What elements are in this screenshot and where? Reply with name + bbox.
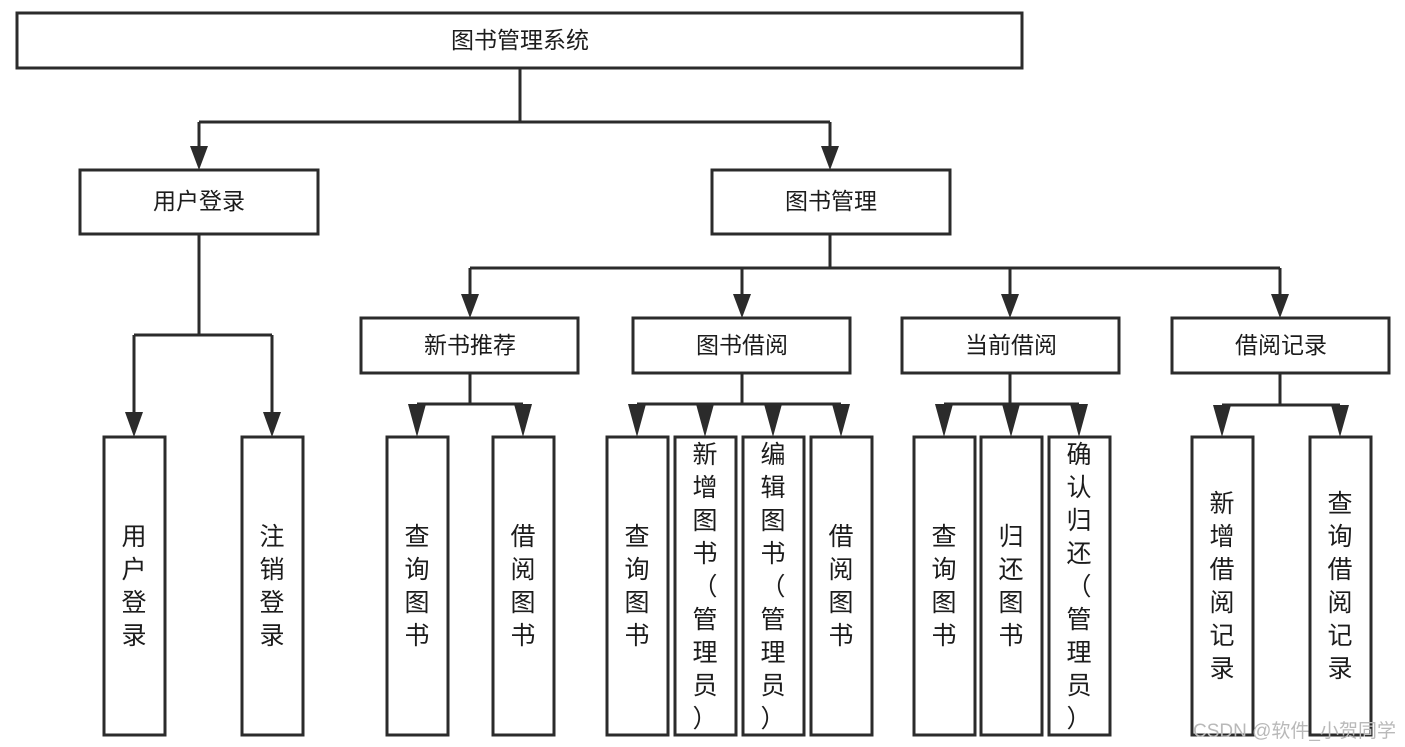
- arrow-head-new-book-leaf-2: [514, 404, 532, 437]
- leaf-book-borrow-2[interactable]: 新增图书（管理员）: [673, 435, 738, 737]
- node-borrow-record[interactable]: 借阅记录: [1170, 316, 1391, 375]
- arrow-head-user-login: [190, 146, 208, 170]
- node-current-borrow-label: 当前借阅: [965, 332, 1057, 358]
- leaf-book-borrow-1-label: 查询图书: [624, 523, 649, 650]
- leaf-book-borrow-3-label: 编辑图书（管理员）: [760, 441, 785, 733]
- leaf-user-login-2-box[interactable]: [240, 435, 305, 737]
- leaf-borrow-record-1[interactable]: 新增借阅记录: [1190, 435, 1255, 737]
- leaf-new-book-1-box[interactable]: [385, 435, 450, 737]
- leaf-current-borrow-3-box[interactable]: [1047, 435, 1112, 737]
- node-new-book-recommend-box[interactable]: [359, 316, 580, 375]
- leaf-new-book-1-label: 查询图书: [404, 523, 429, 650]
- arrow-head-current-borrow: [1001, 294, 1019, 318]
- node-user-login-label: 用户登录: [153, 188, 245, 214]
- node-book-borrow[interactable]: 图书借阅: [631, 316, 852, 375]
- node-current-borrow[interactable]: 当前借阅: [900, 316, 1121, 375]
- watermark-label: CSDN @软件_小贺同学: [1193, 720, 1396, 742]
- node-book-manage-box[interactable]: [710, 168, 952, 236]
- leaf-book-borrow-3[interactable]: 编辑图书（管理员）: [741, 435, 806, 737]
- arrow-head-new-book-leaf-1: [408, 404, 426, 437]
- leaf-user-login-1-label: 用户登录: [121, 523, 146, 650]
- leaf-new-book-2[interactable]: 借阅图书: [491, 435, 556, 737]
- leaf-new-book-2-label: 借阅图书: [510, 523, 535, 650]
- leaf-current-borrow-1-label: 查询图书: [931, 523, 956, 650]
- node-user-login[interactable]: 用户登录: [78, 168, 320, 236]
- node-book-borrow-label: 图书借阅: [696, 332, 788, 358]
- leaf-borrow-record-2-label: 查询借阅记录: [1327, 490, 1352, 683]
- leaf-user-login-1-box[interactable]: [102, 435, 167, 737]
- arrow-head-current-borrow-leaf-2: [1002, 404, 1020, 437]
- leaf-user-login-1[interactable]: 用户登录: [102, 435, 167, 737]
- leaf-new-book-2-box[interactable]: [491, 435, 556, 737]
- leaf-current-borrow-2-label: 归还图书: [998, 523, 1023, 650]
- arrow-head-current-borrow-leaf-3: [1070, 404, 1088, 437]
- arrow-head-book-borrow-leaf-2: [696, 404, 714, 437]
- arrow-head-user-login-leaf-1: [125, 412, 143, 437]
- leaf-book-borrow-4-box[interactable]: [809, 435, 874, 737]
- node-book-manage-label: 图书管理: [785, 188, 877, 214]
- arrow-head-user-login-leaf-2: [263, 412, 281, 437]
- leaf-book-borrow-4-label: 借阅图书: [828, 523, 853, 650]
- leaf-current-borrow-1-box[interactable]: [912, 435, 977, 737]
- arrow-head-book-manage: [821, 146, 839, 170]
- leaf-user-login-2-label: 注销登录: [259, 523, 284, 650]
- node-root[interactable]: 图书管理系统: [15, 11, 1024, 70]
- node-borrow-record-box[interactable]: [1170, 316, 1391, 375]
- leaf-book-borrow-2-box[interactable]: [673, 435, 738, 737]
- leaf-current-borrow-2-box[interactable]: [979, 435, 1044, 737]
- arrow-head-book-borrow: [733, 294, 751, 318]
- arrow-head-book-borrow-leaf-1: [628, 404, 646, 437]
- leaf-book-borrow-1[interactable]: 查询图书: [605, 435, 670, 737]
- leaf-borrow-record-1-box[interactable]: [1190, 435, 1255, 737]
- arrow-head-book-borrow-leaf-4: [832, 404, 850, 437]
- leaf-user-login-2[interactable]: 注销登录: [240, 435, 305, 737]
- node-user-login-box[interactable]: [78, 168, 320, 236]
- leaf-current-borrow-3[interactable]: 确认归还（管理员）: [1047, 435, 1112, 737]
- leaf-book-borrow-3-box[interactable]: [741, 435, 806, 737]
- node-book-borrow-box[interactable]: [631, 316, 852, 375]
- arrow-head-borrow-record-leaf-1: [1213, 405, 1231, 437]
- leaf-borrow-record-2-box[interactable]: [1308, 435, 1373, 737]
- arrow-head-new-book-recommend: [461, 294, 479, 318]
- node-root-box[interactable]: [15, 11, 1024, 70]
- leaf-current-borrow-3-label: 确认归还（管理员）: [1066, 441, 1091, 733]
- node-new-book-recommend[interactable]: 新书推荐: [359, 316, 580, 375]
- node-new-book-recommend-label: 新书推荐: [424, 332, 516, 358]
- node-book-manage[interactable]: 图书管理: [710, 168, 952, 236]
- leaf-book-borrow-4[interactable]: 借阅图书: [809, 435, 874, 737]
- arrow-head-book-borrow-leaf-3: [764, 404, 782, 437]
- node-borrow-record-label: 借阅记录: [1235, 332, 1327, 358]
- node-current-borrow-box[interactable]: [900, 316, 1121, 375]
- leaf-new-book-1[interactable]: 查询图书: [385, 435, 450, 737]
- node-root-label: 图书管理系统: [451, 27, 589, 53]
- leaf-current-borrow-1[interactable]: 查询图书: [912, 435, 977, 737]
- connector-layer: [125, 68, 1349, 437]
- leaf-book-borrow-2-label: 新增图书（管理员）: [692, 441, 717, 733]
- arrow-head-borrow-record-leaf-2: [1331, 405, 1349, 437]
- leaf-book-borrow-1-box[interactable]: [605, 435, 670, 737]
- arrow-head-current-borrow-leaf-1: [935, 404, 953, 437]
- leaf-borrow-record-2[interactable]: 查询借阅记录: [1308, 435, 1373, 737]
- leaf-borrow-record-1-label: 新增借阅记录: [1209, 490, 1234, 683]
- leaf-current-borrow-2[interactable]: 归还图书: [979, 435, 1044, 737]
- arrow-head-borrow-record: [1271, 294, 1289, 318]
